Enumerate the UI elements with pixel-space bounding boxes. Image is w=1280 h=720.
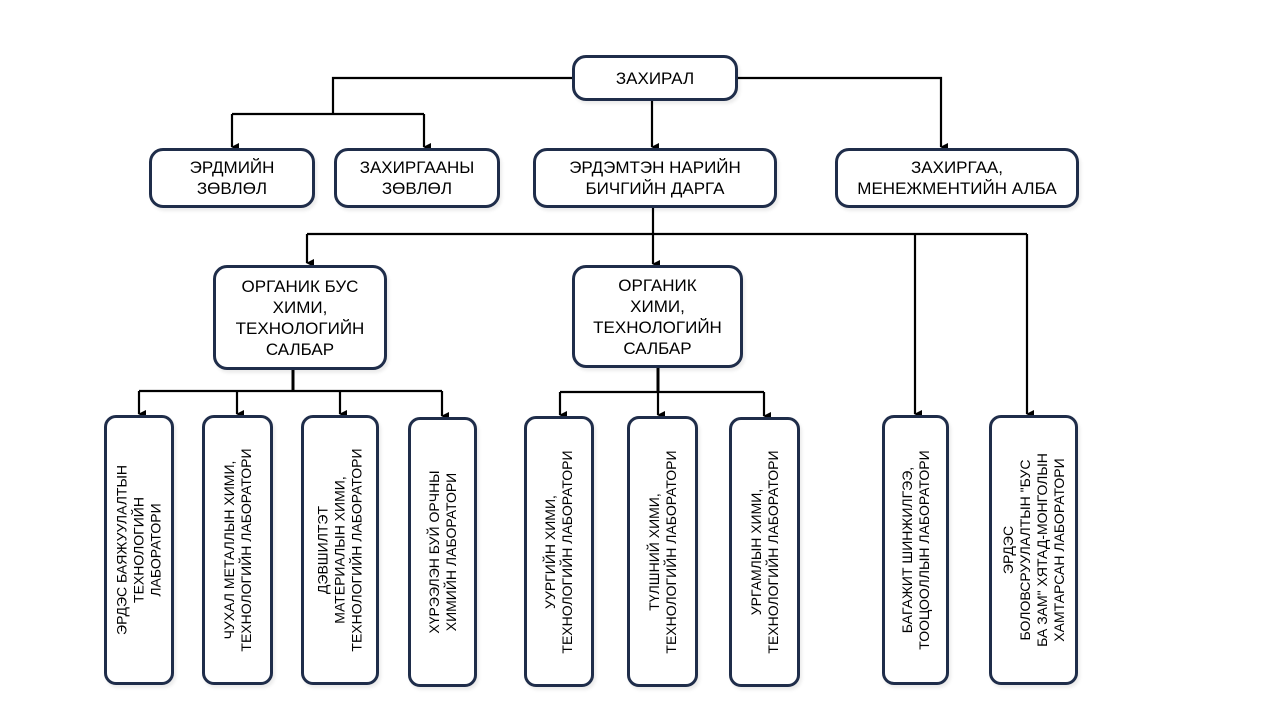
node-scientific-secretary-label: ЭРДЭМТЭН НАРИЙН БИЧГИЙН ДАРГА [569, 158, 741, 198]
node-inorganic-branch: ОРГАНИК БУС ХИМИ, ТЕХНОЛОГИЙН САЛБАР [213, 265, 387, 370]
node-lab-environmental: ХҮРЭЭЛЭН БУЙ ОРЧНЫ ХИМИЙН ЛАБОРАТОРИ [408, 417, 477, 687]
node-organic-branch: ОРГАНИК ХИМИ, ТЕХНОЛОГИЙН САЛБАР [572, 265, 743, 368]
node-lab-critical-metals: ЧУХАЛ МЕТАЛЛЫН ХИМИ, ТЕХНОЛОГИЙН ЛАБОРАТ… [202, 415, 273, 685]
lab-label: ТҮЛШНИЙ ХИМИ, ТЕХНОЛОГИЙН ЛАБОРАТОРИ [645, 449, 679, 654]
node-lab-advanced-materials: ДЭВШИЛТЭТ МАТЕРИАЛЫН ХИМИ, ТЕХНОЛОГИЙН Л… [301, 415, 379, 685]
node-lab-protein: УУРГИЙН ХИМИ, ТЕХНОЛОГИЙН ЛАБОРАТОРИ [524, 416, 594, 687]
edge-director-to-admin [738, 76, 948, 151]
edge-director-to-councils [331, 76, 572, 114]
lab-label: ДЭВШИЛТЭТ МАТЕРИАЛЫН ХИМИ, ТЕХНОЛОГИЙН Л… [314, 448, 365, 652]
lab-label: ЭРДЭС БАЯЖУУЛАЛТЫН ТЕХНОЛОГИЙН ЛАБОРАТОР… [113, 465, 164, 635]
node-lab-fuel: ТҮЛШНИЙ ХИМИ, ТЕХНОЛОГИЙН ЛАБОРАТОРИ [627, 416, 698, 687]
node-director: ЗАХИРАЛ [572, 55, 738, 101]
lab-label: ЭРДЭС БОЛОВСРУУЛАЛТЫН "БУС БА ЗАМ" ХЯТАД… [999, 453, 1067, 647]
lab-label: ЧУХАЛ МЕТАЛЛЫН ХИМИ, ТЕХНОЛОГИЙН ЛАБОРАТ… [220, 448, 254, 652]
lab-label: БАГАЖИТ ШИНЖИЛГЭЭ, ТООЦООЛЛЫН ЛАБОРАТОРИ [898, 450, 932, 650]
node-director-label: ЗАХИРАЛ [615, 68, 695, 88]
node-admin-office: ЗАХИРГАА, МЕНЕЖМЕНТИЙН АЛБА [835, 148, 1079, 208]
node-lab-plant: УРГАМЛЫН ХИМИ, ТЕХНОЛОГИЙН ЛАБОРАТОРИ [729, 417, 800, 687]
node-scientific-secretary: ЭРДЭМТЭН НАРИЙН БИЧГИЙН ДАРГА [533, 148, 777, 208]
node-management-council-label: ЗАХИРГААНЫ ЗӨВЛӨЛ [359, 158, 475, 198]
node-scientific-council: ЭРДМИЙН ЗӨВЛӨЛ [149, 148, 315, 208]
node-lab-joint-china-mongolia: ЭРДЭС БОЛОВСРУУЛАЛТЫН "БУС БА ЗАМ" ХЯТАД… [989, 415, 1078, 685]
node-lab-mineral-processing: ЭРДЭС БАЯЖУУЛАЛТЫН ТЕХНОЛОГИЙН ЛАБОРАТОР… [104, 415, 174, 685]
node-organic-branch-label: ОРГАНИК ХИМИ, ТЕХНОЛОГИЙН САЛБАР [593, 275, 722, 358]
node-inorganic-branch-label: ОРГАНИК БУС ХИМИ, ТЕХНОЛОГИЙН САЛБАР [235, 276, 365, 359]
lab-label: УУРГИЙН ХИМИ, ТЕХНОЛОГИЙН ЛАБОРАТОРИ [542, 449, 575, 654]
node-management-council: ЗАХИРГААНЫ ЗӨВЛӨЛ [334, 148, 500, 208]
lab-label: УРГАМЛЫН ХИМИ, ТЕХНОЛОГИЙН ЛАБОРАТОРИ [747, 450, 781, 654]
node-lab-instrumental-analysis: БАГАЖИТ ШИНЖИЛГЭЭ, ТООЦООЛЛЫН ЛАБОРАТОРИ [882, 415, 949, 685]
node-admin-office-label: ЗАХИРГАА, МЕНЕЖМЕНТИЙН АЛБА [857, 158, 1057, 198]
node-scientific-council-label: ЭРДМИЙН ЗӨВЛӨЛ [189, 158, 275, 198]
lab-label: ХҮРЭЭЛЭН БУЙ ОРЧНЫ ХИМИЙН ЛАБОРАТОРИ [425, 470, 459, 634]
